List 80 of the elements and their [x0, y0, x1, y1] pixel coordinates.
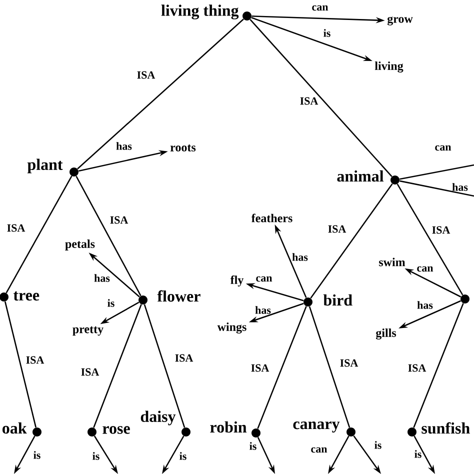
edge-label: is [250, 442, 256, 450]
link-line [396, 184, 464, 296]
concept-node: oak [2, 422, 42, 436]
property-label: living [374, 62, 404, 72]
link-line [413, 303, 464, 428]
link-line [308, 306, 350, 428]
property-label: petals [65, 240, 95, 250]
edge-label: can [312, 5, 328, 11]
link-line [4, 301, 37, 428]
edge-label: is [92, 452, 100, 460]
concept-node: living thing [161, 4, 252, 20]
concept-node: robin [210, 421, 260, 438]
concept-node: flower [138, 290, 200, 304]
node-label: robin [210, 421, 247, 433]
edge-label: ISA [251, 364, 270, 372]
edge-label: has [116, 142, 132, 150]
concept-node: daisy [140, 410, 190, 436]
property-label: wings [217, 322, 246, 334]
property-label: pretty [72, 326, 104, 336]
property-label: grow [387, 16, 413, 26]
edge-label: ISA [7, 224, 26, 232]
edge-label: has [255, 306, 271, 314]
edge-label: ISA [328, 225, 346, 233]
edge-label: can [417, 266, 434, 272]
edge-label: ISA [81, 368, 100, 376]
link-line [310, 183, 393, 299]
node-label: bird [323, 294, 352, 306]
node-label: rose [102, 426, 130, 434]
edge-label: ISA [340, 359, 358, 367]
node-label: animal [337, 170, 384, 182]
property-label: gills [376, 328, 396, 340]
edge-label: ISA [137, 71, 156, 79]
link-line [93, 304, 142, 428]
node-label: oak [2, 422, 27, 434]
edge-label: has [452, 183, 468, 191]
link-line [144, 304, 186, 428]
property-label: fly [230, 275, 244, 287]
edge-label: ISA [175, 354, 194, 362]
property-label: feathers [251, 214, 292, 222]
edge-label: ISA [26, 356, 44, 364]
edge-label: is [324, 29, 330, 37]
edge-label: has [292, 253, 308, 261]
property-label: swim [379, 258, 406, 266]
concept-node: sunfish [408, 422, 470, 436]
edge-label: has [417, 301, 433, 309]
node-label: tree [13, 291, 40, 301]
edge-label: ISA [408, 364, 426, 372]
concept-dot [460, 294, 470, 304]
edge-label: is [374, 441, 382, 449]
edge-label: can [256, 276, 272, 282]
link-line [6, 176, 72, 294]
edge-label: has [94, 274, 110, 282]
node-label: living thing [161, 4, 239, 20]
concept-node: bird [304, 294, 352, 306]
edge-label: is [34, 451, 40, 459]
link-line [399, 180, 474, 197]
node-label: flower [157, 290, 200, 302]
link-line [77, 18, 244, 170]
node-label: daisy [140, 410, 176, 426]
concept-node: rose [88, 426, 130, 436]
edge-label: is [180, 452, 186, 460]
property-label: roots [170, 144, 196, 152]
edge-label: ISA [432, 226, 450, 234]
link-line [250, 19, 392, 177]
node-label: canary [293, 421, 340, 433]
link-line [257, 306, 307, 429]
concept-node: tree [0, 291, 40, 302]
node-label: sunfish [422, 422, 470, 434]
edge-label: can [311, 447, 328, 453]
edge-label: ISA [110, 216, 128, 224]
link-line [76, 176, 142, 296]
edge-label: is [414, 450, 422, 458]
link-line [400, 164, 474, 180]
edge-label: can [435, 145, 452, 151]
edge-label: is [108, 299, 114, 307]
concept-node: canary [293, 421, 356, 436]
node-label: plant [27, 158, 63, 174]
edge-label: ISA [300, 97, 318, 105]
concept-node: plant [27, 158, 78, 176]
concept-node: animal [337, 170, 400, 184]
